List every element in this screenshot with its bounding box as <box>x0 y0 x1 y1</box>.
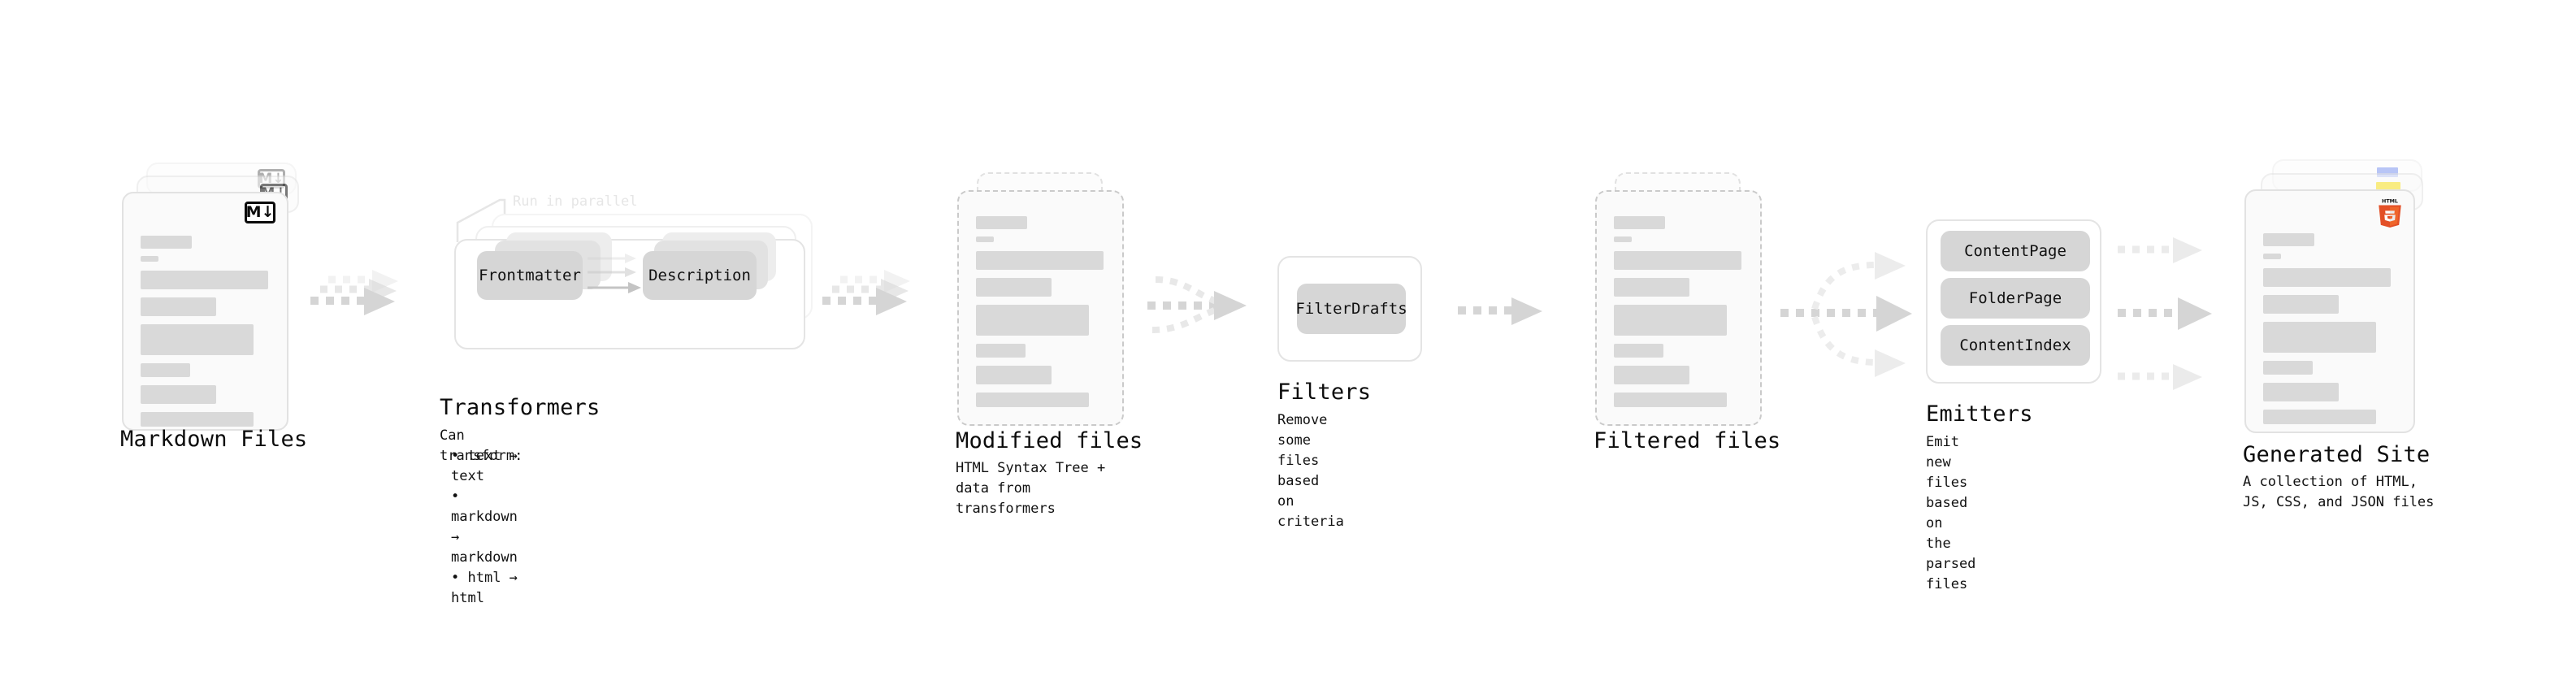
skeleton-block <box>141 412 254 427</box>
stage-title-transformers: Transformers <box>440 395 601 420</box>
generated-site-subtitle: A collection of HTML, JS, CSS, and JSON … <box>2243 474 2435 510</box>
pill-frontmatter[interactable]: Frontmatter <box>477 251 583 300</box>
skeleton-block <box>976 344 1026 358</box>
markdown-card-stack: M↓ M↓ M↓ <box>122 163 309 431</box>
stage-title-generated-site: Generated Site <box>2243 442 2431 467</box>
skeleton-block <box>976 366 1052 384</box>
modified-card-stack <box>957 172 1136 432</box>
site-card-front: HTML <box>2244 189 2415 433</box>
stage-modified-files: Modified files HTML Syntax Tree + data f… <box>956 172 1143 517</box>
skeleton-block <box>976 393 1089 407</box>
skeleton-block <box>1614 344 1663 358</box>
pill-description[interactable]: Description <box>643 251 757 300</box>
run-in-parallel-bracket <box>456 198 506 242</box>
transformer-box-front: Frontmatter Description <box>454 232 805 349</box>
stage-filtered-files: Filtered files <box>1594 172 1780 453</box>
skeleton-block <box>1614 278 1689 297</box>
skeleton-block <box>141 363 190 377</box>
markdown-card-front: M↓ <box>122 192 288 431</box>
filters-subtitle: Remove some files based on criteria <box>1277 412 1344 530</box>
arrow-modified-to-filters <box>1147 276 1247 333</box>
arrow-emitters-to-site <box>2118 237 2212 390</box>
stage-title-filters: Filters <box>1277 380 1372 405</box>
modified-files-subtitle: HTML Syntax Tree + data from transformer… <box>956 460 1106 517</box>
bullet-item: markdown → markdown <box>451 487 518 568</box>
markdown-badge-icon: M↓ <box>245 202 275 223</box>
modified-card-front <box>957 190 1124 426</box>
svg-text:HTML: HTML <box>2382 198 2398 204</box>
filtered-card-front <box>1595 190 1762 426</box>
skeleton-block <box>141 385 216 404</box>
skeleton-block <box>2263 295 2339 314</box>
skeleton-title <box>2263 233 2314 246</box>
skeleton-block <box>1614 366 1689 384</box>
skeleton-subtitle <box>1614 236 1632 242</box>
arrow-filtered-to-emitters <box>1780 252 1912 377</box>
arrow-transformers-to-modified <box>822 270 910 315</box>
stage-markdown-files: M↓ M↓ M↓ Markdown Files <box>120 163 309 452</box>
skeleton-block <box>2263 322 2376 353</box>
skeleton-block <box>2263 268 2391 287</box>
stage-generated-site: HTML Generated Site A collection of HTML… <box>2243 159 2435 510</box>
bullet-item: text → text <box>451 446 518 487</box>
skeleton-title <box>976 216 1027 229</box>
pill-filterdrafts[interactable]: FilterDrafts <box>1295 284 1407 334</box>
skeleton-block <box>2263 383 2339 401</box>
skeleton-block <box>1614 305 1727 336</box>
pill-folderpage[interactable]: FolderPage <box>1941 278 2090 319</box>
arrow-markdown-to-transformers <box>310 270 398 315</box>
bullet-item: html → html <box>451 568 518 609</box>
skeleton-block <box>2263 361 2313 375</box>
stage-title-markdown-files: Markdown Files <box>120 427 308 452</box>
skeleton-block <box>141 271 268 289</box>
skeleton-subtitle <box>2263 254 2281 259</box>
skeleton-title <box>141 236 192 249</box>
skeleton-block <box>976 305 1089 336</box>
filters-box: FilterDrafts <box>1277 256 1422 362</box>
pill-contentpage[interactable]: ContentPage <box>1941 231 2090 271</box>
stage-title-modified-files: Modified files <box>956 428 1143 453</box>
site-card-stack: HTML <box>2244 159 2435 436</box>
emitters-subtitle: Emit new files based on the parsed files <box>1926 434 1976 592</box>
skeleton-subtitle <box>141 256 158 262</box>
skeleton-block <box>976 278 1052 297</box>
skeleton-block <box>1614 251 1741 270</box>
stage-title-emitters: Emitters <box>1926 401 2033 427</box>
stage-title-filtered-files: Filtered files <box>1594 428 1781 453</box>
skeleton-block <box>141 324 254 355</box>
transformers-bullets: text → text markdown → markdown html → h… <box>440 446 518 609</box>
skeleton-block <box>2263 410 2376 424</box>
run-in-parallel-label: Run in parallel <box>513 193 638 210</box>
pill-contentindex[interactable]: ContentIndex <box>1941 325 2090 366</box>
arrow-filters-to-filtered <box>1458 297 1542 325</box>
skeleton-block <box>1614 393 1727 407</box>
skeleton-block <box>141 297 216 316</box>
emitters-box: ContentPage FolderPage ContentIndex <box>1926 219 2101 384</box>
filtered-card-stack <box>1595 172 1774 432</box>
skeleton-subtitle <box>976 236 994 242</box>
skeleton-title <box>1614 216 1665 229</box>
transformer-inner-arrows <box>588 254 641 293</box>
skeleton-block <box>976 251 1104 270</box>
html5-icon: HTML <box>2379 198 2401 228</box>
